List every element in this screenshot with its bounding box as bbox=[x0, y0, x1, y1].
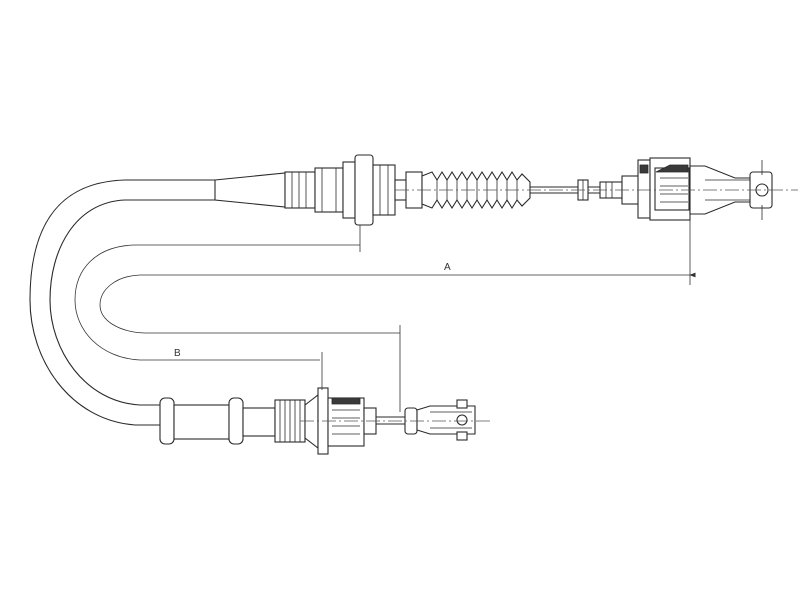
dimension-a: A bbox=[74, 215, 696, 412]
upper-clevis-assembly bbox=[621, 157, 773, 221]
dimension-b-label: B bbox=[174, 348, 181, 359]
dimension-b: B bbox=[174, 348, 323, 390]
dimension-a-label: A bbox=[444, 262, 451, 273]
cable-sheath bbox=[29, 179, 216, 426]
rubber-boot bbox=[421, 170, 531, 210]
center-lines bbox=[300, 189, 798, 422]
upper-end-fitting bbox=[214, 154, 423, 226]
